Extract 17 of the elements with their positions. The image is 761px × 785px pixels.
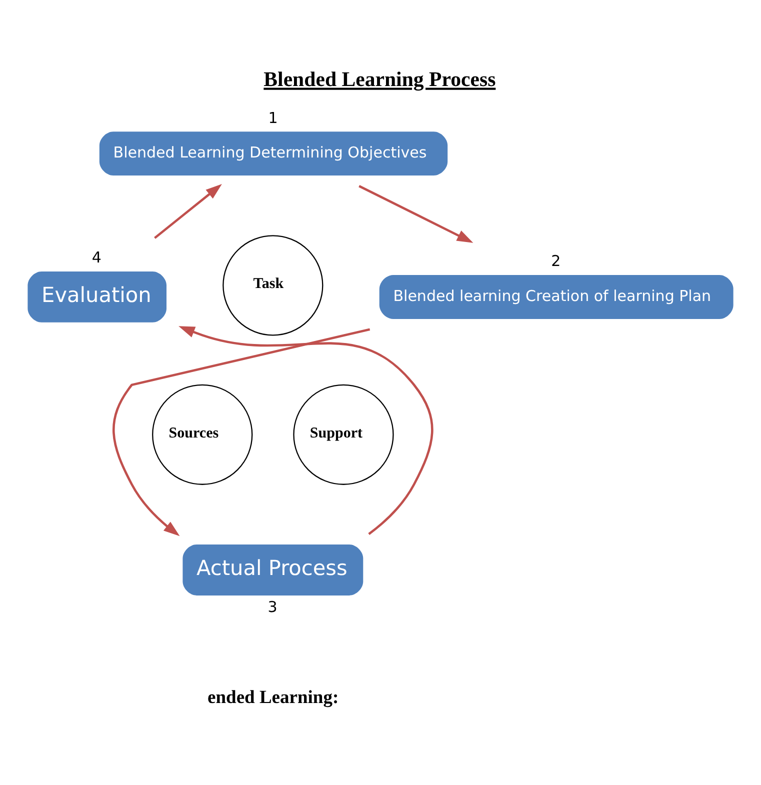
node-box: Blended learning Creation of learning Plan [379,274,734,318]
label: ended Learning: [208,687,339,708]
node-label: 4 [92,248,102,266]
node-label: 1 [268,108,278,126]
diagram-title: Blended Learning Process [264,66,496,90]
node-circle: Sources [152,384,253,484]
arrow [358,184,474,242]
node-box: Actual Process [182,544,364,595]
node-circle: Task [222,234,324,336]
node-circle: Support [293,384,394,484]
node-label: 2 [551,252,561,270]
arrow [178,326,434,534]
arrow [154,184,222,238]
node-box: Evaluation [28,271,166,322]
node-box: Blended Learning Determining Objectives [99,131,448,176]
node-label: 3 [268,598,278,616]
arrow [112,328,370,536]
